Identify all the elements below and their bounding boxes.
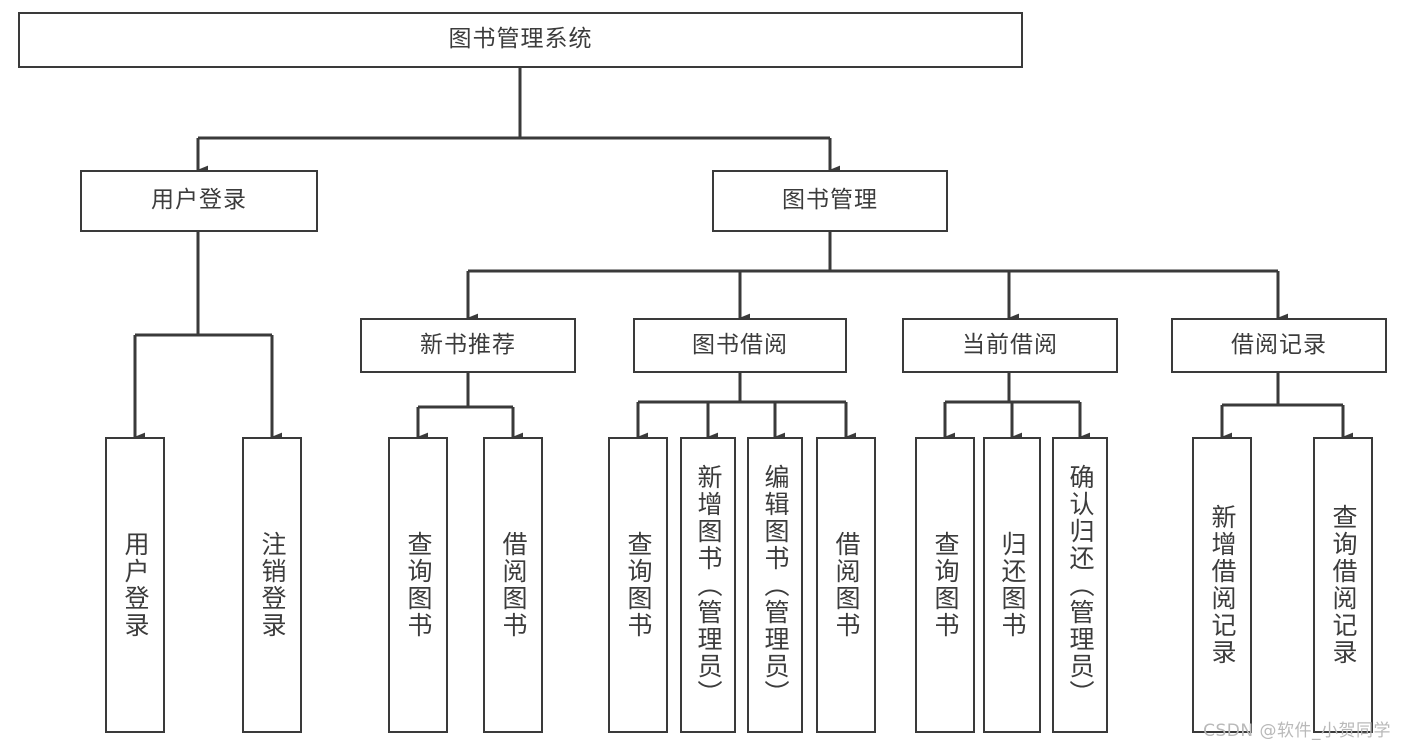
leaf-label: 查询借阅记录 — [1329, 504, 1358, 666]
node-leaf-return-book[interactable]: 归还图书 — [983, 437, 1041, 733]
leaf-label: 新增图书（管理员） — [694, 463, 723, 707]
node-leaf-add-book[interactable]: 新增图书（管理员） — [680, 437, 736, 733]
node-leaf-query-book-1[interactable]: 查询图书 — [388, 437, 448, 733]
leaf-label: 借阅图书 — [499, 531, 528, 639]
node-leaf-query-record[interactable]: 查询借阅记录 — [1313, 437, 1373, 733]
node-leaf-confirm-return[interactable]: 确认归还（管理员） — [1052, 437, 1108, 733]
leaf-label: 借阅图书 — [832, 531, 861, 639]
leaf-label: 查询图书 — [931, 531, 960, 639]
node-leaf-edit-book[interactable]: 编辑图书（管理员） — [747, 437, 803, 733]
leaf-label: 归还图书 — [998, 531, 1027, 639]
node-leaf-borrow-book-1[interactable]: 借阅图书 — [483, 437, 543, 733]
node-borrow-record[interactable]: 借阅记录 — [1171, 318, 1387, 373]
node-user-login[interactable]: 用户登录 — [80, 170, 318, 232]
leaf-label: 查询图书 — [624, 531, 653, 639]
node-leaf-add-record[interactable]: 新增借阅记录 — [1192, 437, 1252, 733]
node-book-manage[interactable]: 图书管理 — [712, 170, 948, 232]
node-root[interactable]: 图书管理系统 — [18, 12, 1023, 68]
node-leaf-user-login[interactable]: 用户登录 — [105, 437, 165, 733]
leaf-label: 编辑图书（管理员） — [761, 463, 790, 707]
leaf-label: 查询图书 — [404, 531, 433, 639]
leaf-label: 用户登录 — [121, 531, 150, 639]
node-new-book-recommend[interactable]: 新书推荐 — [360, 318, 576, 373]
leaf-label: 确认归还（管理员） — [1066, 463, 1095, 707]
leaf-label: 注销登录 — [258, 531, 287, 639]
leaf-label: 新增借阅记录 — [1208, 504, 1237, 666]
node-leaf-query-book-3[interactable]: 查询图书 — [915, 437, 975, 733]
node-leaf-query-book-2[interactable]: 查询图书 — [608, 437, 668, 733]
node-book-borrow[interactable]: 图书借阅 — [633, 318, 847, 373]
node-leaf-borrow-book-2[interactable]: 借阅图书 — [816, 437, 876, 733]
node-leaf-logout[interactable]: 注销登录 — [242, 437, 302, 733]
node-current-borrow[interactable]: 当前借阅 — [902, 318, 1118, 373]
